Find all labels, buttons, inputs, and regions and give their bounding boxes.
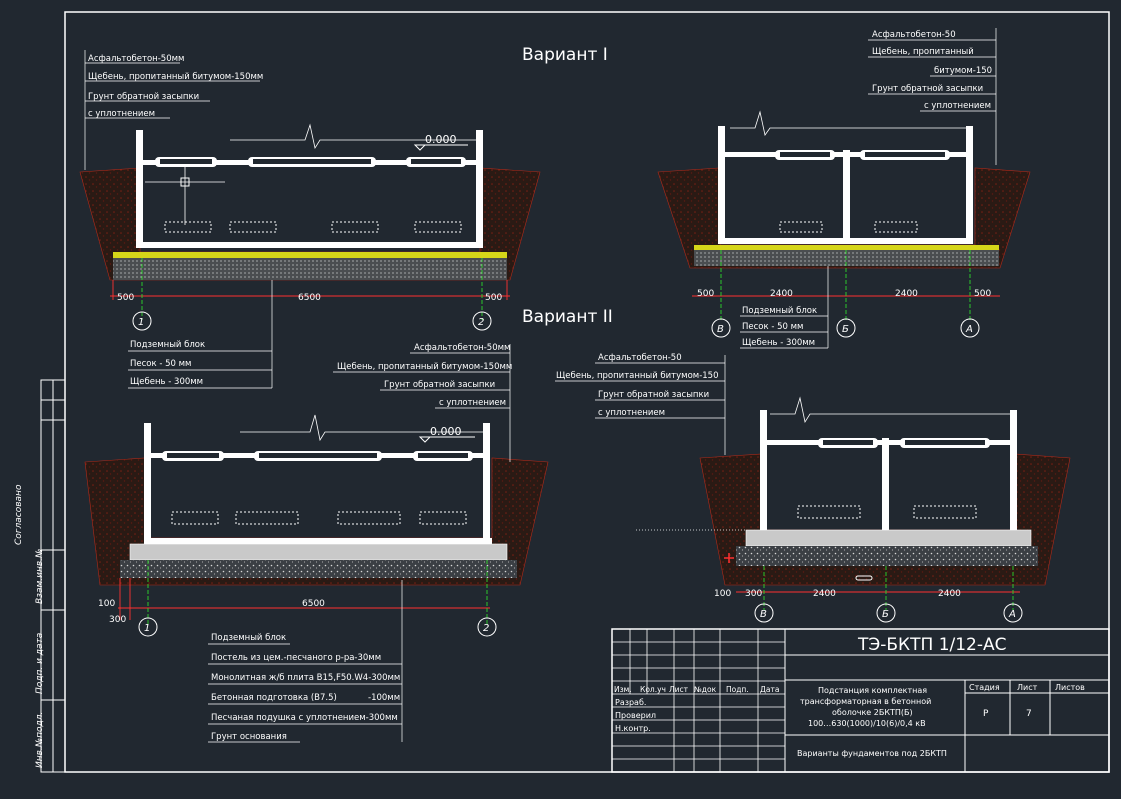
sheet-title: Варианты фундаментов под 2БКТП (797, 749, 947, 758)
v1-left-layer-3: с уплотнением (88, 109, 155, 119)
v2-left-section: 0.000 Асфальтобетон-50мм Щебень, пропита… (84, 343, 549, 743)
v1-right-section: Асфальтобетон-50 Щебень, пропитанный бит… (657, 28, 1031, 349)
v1-right-bottom-0: Подземный блок (742, 306, 817, 316)
v2-left-layer-0: Асфальтобетон-50мм (414, 343, 510, 353)
drawing-code: ТЭ-БКТП 1/12-АС (857, 635, 1007, 655)
v1-right-bottom-2: Щебень - 300мм (742, 338, 815, 348)
v2-left-dim-2: 6500 (302, 599, 325, 609)
v1-left-layer-2: Грунт обратной засыпки (88, 92, 199, 102)
v1-right-axis-1: Б (842, 324, 849, 335)
v1-left-bottom-1: Песок - 50 мм (130, 359, 191, 369)
v1-right-axis-2: А (965, 324, 973, 335)
v2-right-dim-3: 2400 (938, 589, 961, 599)
sheet-header: Лист (1017, 683, 1038, 692)
title-block (611, 628, 1110, 773)
v1-right-dim-2: 2400 (895, 289, 918, 299)
v2-left-axis-0: 1 (144, 623, 150, 634)
header-data: Дата (760, 685, 779, 694)
desc-2: оболочке 2БКТП(Б) (832, 708, 913, 717)
v2-right-layer-2: Грунт обратной засыпки (598, 390, 709, 400)
variant1-title: Вариант I (522, 45, 608, 65)
v1-right-layer-0: Асфальтобетон-50 (872, 30, 956, 40)
stage-header: Стадия (969, 683, 1000, 692)
v1-right-bottom-1: Песок - 50 мм (742, 322, 803, 332)
v1-right-layer-4: с уплотнением (924, 101, 991, 111)
v2-left-layer-3: с уплотнением (439, 398, 506, 408)
v2-right-axis-0: В (760, 609, 767, 620)
role-nkontr: Н.контр. (615, 724, 651, 733)
v2-left-dim-1: 300 (109, 615, 126, 625)
side-stamp-replace: Взам.инв.№ (35, 549, 45, 604)
v2-left-bottom-5: Песчаная подушка с уплотнением-300мм (211, 713, 398, 723)
role-proveril: Проверил (615, 711, 656, 720)
v1-left-dim-0: 500 (117, 293, 134, 303)
v1-left-dim-1: 6500 (298, 293, 321, 303)
v2-right-axis-2: А (1008, 609, 1016, 620)
v2-left-bottom-2: Монолитная ж/б плита В15,F50.W4-300мм (211, 673, 400, 683)
v1-right-dim-1: 2400 (770, 289, 793, 299)
v1-left-layer-1: Щебень, пропитанный битумом-150мм (88, 72, 263, 82)
v1-right-axis-0: В (717, 324, 724, 335)
desc-3: 100…630(1000)/10(6)/0,4 кВ (808, 719, 926, 728)
v2-left-axis-1: 2 (483, 623, 489, 634)
v1-left-bottom-0: Подземный блок (130, 340, 205, 350)
sheets-header: Листов (1055, 683, 1085, 692)
v2-left-bottom-3: Бетонная подготовка (В7.5) (211, 693, 337, 703)
side-stamp-sign-date: Подп. и дата (35, 633, 45, 694)
header-podp: Подп. (726, 685, 749, 694)
side-stamp-approved: Согласовано (14, 484, 24, 545)
sheet-value: 7 (1026, 709, 1032, 719)
v1-left-section: 0.000 Асфальтобетон-50мм Щебень, пропита… (79, 50, 541, 389)
v1-left-dim-2: 500 (485, 293, 502, 303)
v2-right-layer-0: Асфальтобетон-50 (598, 353, 682, 363)
header-list: Лист (669, 685, 689, 694)
stage-value: Р (983, 709, 989, 719)
v2-right-axis-1: Б (882, 609, 889, 620)
header-izm: Изм. (614, 685, 632, 694)
title-block-text: ТЭ-БКТП 1/12-АС Изм. Кол.уч Лист №док По… (614, 635, 1085, 758)
side-stamp-inv: Инв.№подл. (35, 712, 45, 768)
desc-1: трансформаторная в бетонной (800, 697, 931, 706)
v2-right-layer-3: с уплотнением (598, 408, 665, 418)
v2-left-dim-0: 100 (98, 599, 115, 609)
v1-left-axis-1: 2 (478, 317, 484, 328)
v2-left-bottom-1: Постель из цем.-песчаного р-ра-30мм (211, 653, 381, 663)
v2-left-bottom-4: -100мм (368, 693, 400, 703)
v2-right-dim-2: 2400 (813, 589, 836, 599)
v1-right-layer-3: Грунт обратной засыпки (872, 84, 983, 94)
v1-left-layer-0: Асфальтобетон-50мм (88, 54, 184, 64)
v2-left-level: 0.000 (430, 425, 462, 438)
variant2-title: Вариант II (522, 307, 613, 327)
v1-right-layer-2: битумом-150 (934, 66, 992, 76)
header-ndoc: №док (694, 685, 717, 694)
v2-left-bottom-6: Грунт основания (211, 732, 287, 742)
v1-right-dim-3: 500 (974, 289, 991, 299)
drawing-frame (40, 11, 1110, 773)
v1-left-level: 0.000 (425, 133, 457, 146)
v2-left-layer-1: Щебень, пропитанный битумом-150мм (337, 362, 512, 372)
v1-left-bottom-2: Щебень - 300мм (130, 377, 203, 387)
v2-left-bottom-0: Подземный блок (211, 633, 286, 643)
v1-right-dim-0: 500 (697, 289, 714, 299)
v2-right-dim-1: 300 (745, 589, 762, 599)
v2-left-layer-2: Грунт обратной засыпки (384, 380, 495, 390)
desc-0: Подстанция комплектная (818, 686, 927, 695)
v1-left-axis-0: 1 (138, 317, 144, 328)
v2-right-dim-0: 100 (714, 589, 731, 599)
v2-right-layer-1: Щебень, пропитанный битумом-150 (556, 371, 718, 381)
role-razrab: Разраб. (615, 698, 646, 707)
v1-right-layer-1: Щебень, пропитанный (872, 47, 974, 57)
side-stamp: Согласовано Взам.инв.№ Подп. и дата Инв.… (14, 484, 45, 768)
header-kol: Кол.уч (640, 685, 666, 694)
v2-right-section: Асфальтобетон-50 Щебень, пропитанный бит… (555, 353, 1071, 623)
